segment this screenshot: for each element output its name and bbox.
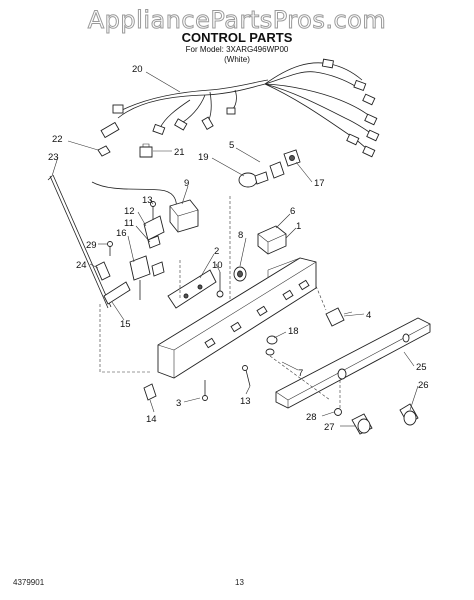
callout-13-top: 13	[142, 195, 153, 206]
callout-9: 9	[184, 178, 189, 189]
callout-2: 2	[214, 246, 219, 257]
knob-part-26	[399, 403, 419, 426]
clip-part-11	[147, 235, 161, 249]
clip-part-22	[97, 145, 111, 157]
callout-20: 20	[132, 64, 143, 75]
rod-part-23	[47, 174, 112, 309]
bracket-part-2	[167, 269, 217, 309]
clip-part-14	[143, 383, 157, 401]
callout-22: 22	[52, 134, 63, 145]
model-line: For Model: 3XARG496WP00	[185, 45, 289, 54]
callout-4: 4	[366, 310, 371, 321]
callout-27: 27	[324, 422, 335, 433]
callout-labels: 20 22 21 23 5 19 17 9 13 12 11 16 29 24 …	[48, 64, 429, 433]
callout-7: 7	[298, 368, 303, 379]
callout-1: 1	[296, 221, 301, 232]
clip-part-21	[139, 143, 153, 158]
alignment-lines	[99, 196, 341, 410]
callout-10: 10	[212, 260, 223, 271]
callout-18: 18	[288, 326, 299, 337]
screw-part-29	[107, 241, 113, 256]
thermostat-part-16	[129, 255, 165, 300]
callout-17: 17	[314, 178, 325, 189]
screw-part-10	[216, 272, 224, 298]
connector-part-4	[325, 307, 353, 327]
light-bulb-part-19	[238, 171, 269, 188]
model-subtitle: For Model: 3XARG496WP00 (White)	[0, 45, 474, 65]
callout-8: 8	[238, 230, 243, 241]
wiring-harness	[100, 58, 380, 158]
callout-26: 26	[418, 380, 429, 391]
callout-29: 29	[86, 240, 97, 251]
spring-part-28	[334, 408, 342, 416]
callout-14: 14	[146, 414, 157, 425]
knob-part-8	[233, 266, 247, 282]
callout-11: 11	[124, 218, 134, 229]
rod-bracket-part-24	[95, 261, 111, 281]
callout-21: 21	[174, 147, 185, 158]
diagram-title: CONTROL PARTS	[181, 30, 293, 45]
document-number: 4379901	[13, 578, 45, 587]
lamp-socket-part-5	[269, 161, 285, 179]
knob-part-27	[351, 413, 373, 435]
callout-23: 23	[48, 152, 59, 163]
leader-lines	[51, 71, 419, 427]
callout-13-bottom: 13	[240, 396, 251, 407]
thermostat-bracket-part-12	[143, 215, 165, 241]
callout-5: 5	[229, 140, 234, 151]
callout-15: 15	[120, 319, 131, 330]
callout-12: 12	[124, 206, 135, 217]
control-housing-part-1	[157, 257, 317, 379]
callout-24: 24	[76, 260, 87, 271]
callout-19: 19	[198, 152, 209, 163]
temperature-control-part-9	[91, 181, 199, 233]
watermark-text: AppliancePartsPros.com	[87, 6, 387, 35]
switch-part-6	[257, 225, 287, 255]
callout-16: 16	[116, 228, 127, 239]
color-line: (White)	[224, 55, 250, 64]
callout-6: 6	[290, 206, 295, 217]
front-panel-part-25	[275, 317, 431, 409]
page-number: 13	[235, 578, 244, 587]
callout-25: 25	[416, 362, 427, 373]
screw-part-3	[202, 380, 208, 401]
clip-part-15	[103, 281, 131, 305]
callout-3: 3	[176, 398, 181, 409]
washer-part-18	[265, 335, 278, 356]
callout-28: 28	[306, 412, 317, 423]
screw-part-13-bottom	[242, 365, 251, 387]
